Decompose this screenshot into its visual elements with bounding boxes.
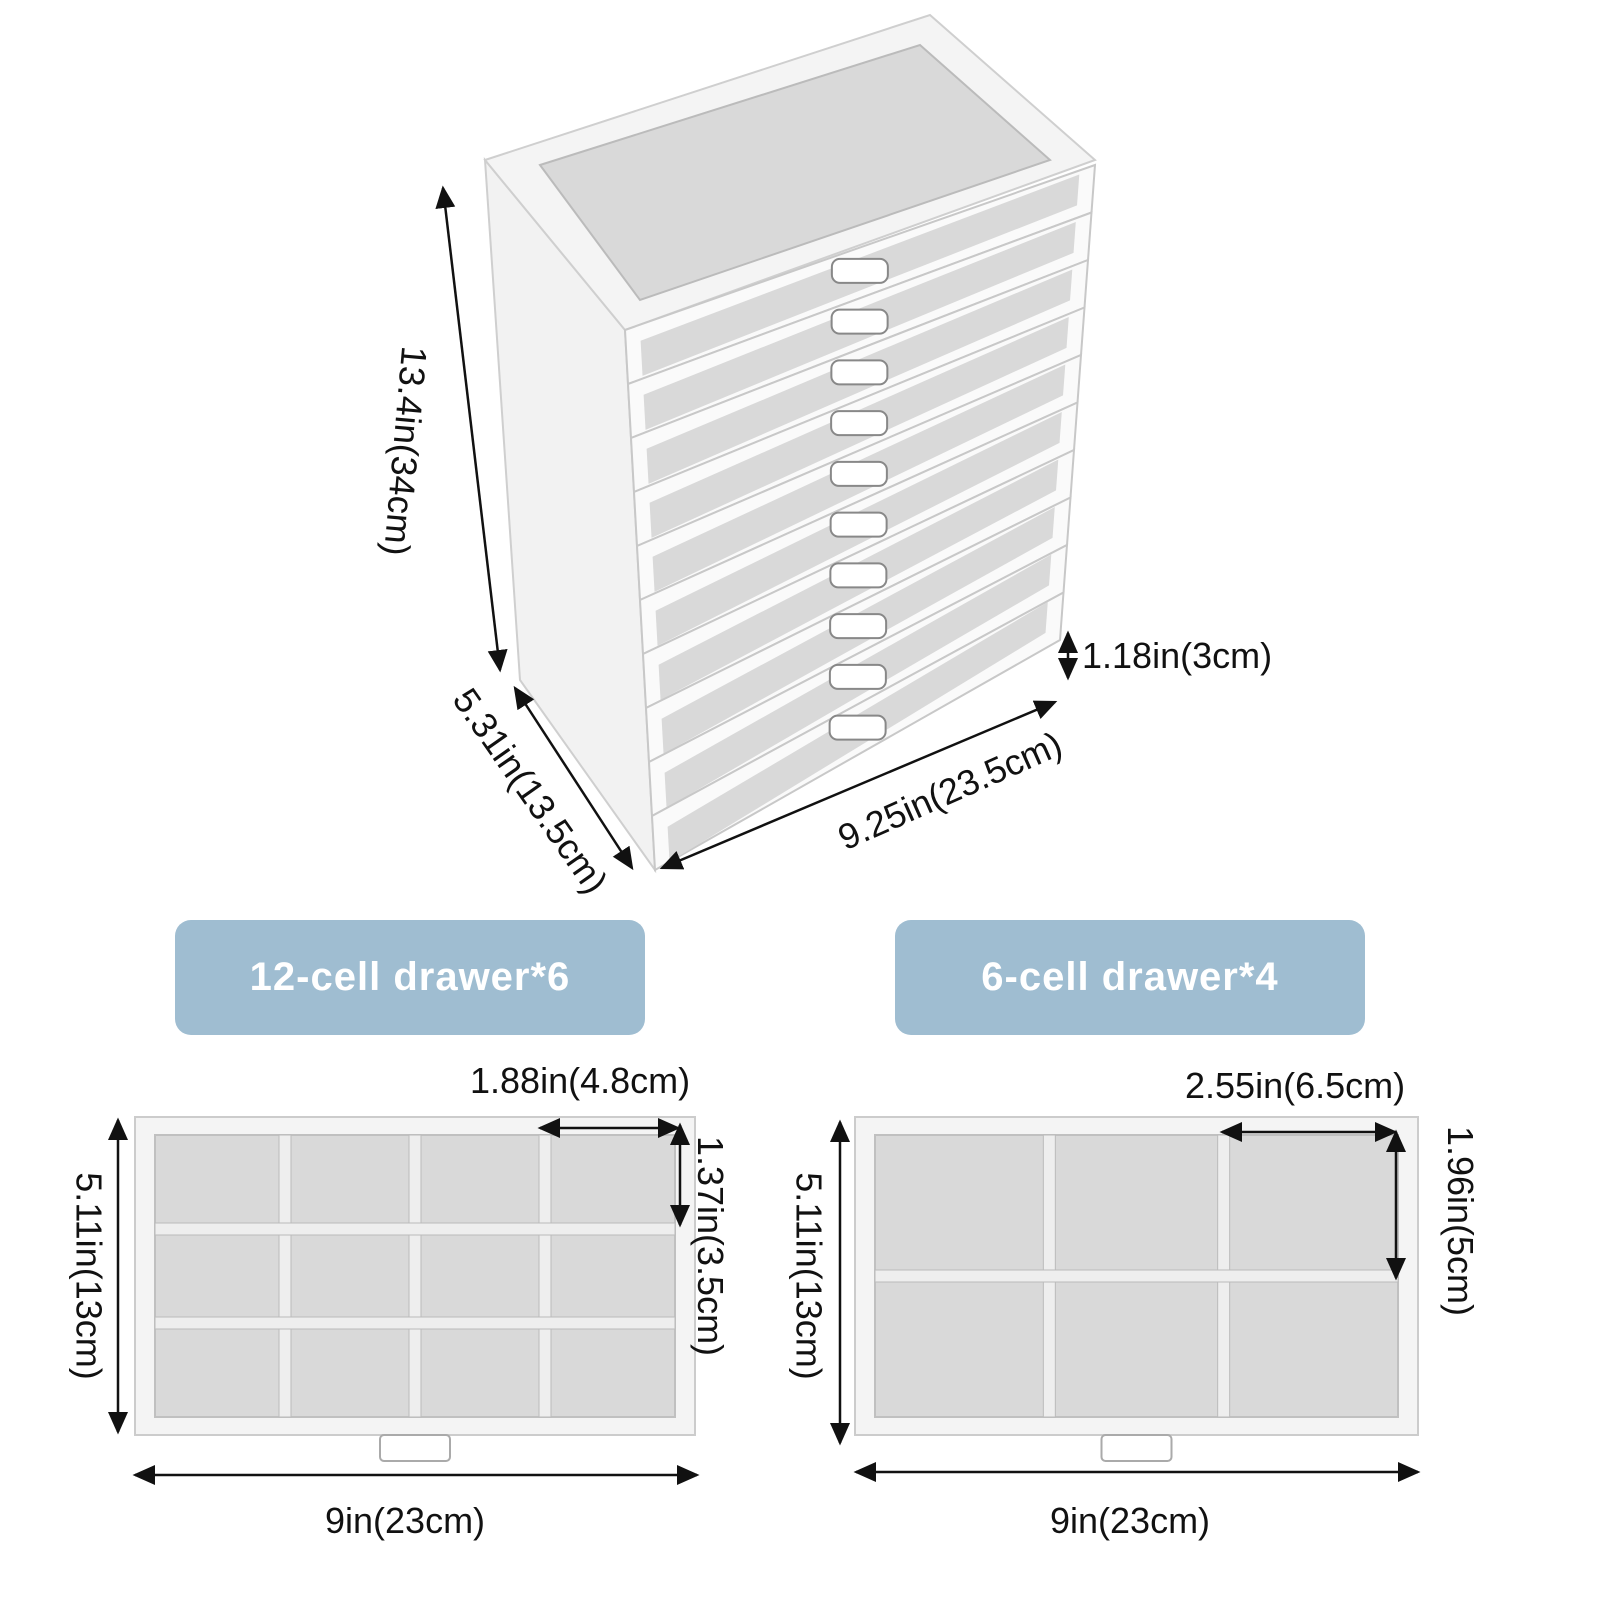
depth-dimension-line [513,685,634,871]
badge-6-cell-drawer: 6-cell drawer*4 [895,920,1365,1035]
drawer-handle [830,257,889,284]
tray-12-cell-divider [538,1134,552,1418]
tray-12-cell-divider [278,1134,292,1418]
tray-6-cell-divider [874,1269,1399,1283]
drawer-handle [828,663,887,690]
badge-12-cell-drawer: 12-cell drawer*6 [175,920,645,1035]
drawer-handle [829,460,888,487]
drawer-handle [829,511,888,538]
tray-12-cell-divider [154,1316,676,1330]
jewelry-organizer-stack [483,13,1097,874]
dimension-lines [108,185,1421,1485]
tray-12-cell-handle [379,1434,451,1462]
tray12-depth-label: 5.11in(13cm) [68,1172,110,1380]
height-dimension-line [435,185,508,673]
tray-12-cell-divider [408,1134,422,1418]
tray12-cell-height-label: 1.37in(3.5cm) [690,1135,732,1357]
lid-velvet-top [538,43,1052,302]
tray12-cell-width-label: 1.88in(4.8cm) [470,1060,691,1101]
drawer-handle [829,613,888,640]
drawer-height-label: 1.18in(3cm) [1082,635,1273,676]
drawer-trays [134,1116,1419,1462]
tray6-cell-width-label: 2.55in(6.5cm) [1185,1065,1406,1106]
drawer-handle [830,410,889,437]
width-dimension-line [659,700,1058,870]
drawer-handle [829,562,888,589]
tray12-width-label: 9in(23cm) [325,1500,486,1541]
drawer-handle [830,308,889,335]
badge-12-cell-label: 12-cell drawer*6 [249,955,571,999]
tray6-cell-height-label: 1.96in(5cm) [1440,1125,1482,1317]
drawer-handle [830,359,889,386]
drawer-handle [828,714,887,741]
badge-6-cell-label: 6-cell drawer*4 [981,955,1279,999]
tray6-width-label: 9in(23cm) [1050,1500,1211,1541]
tray-12-cell-divider [154,1222,676,1236]
tray6-depth-label: 5.11in(13cm) [788,1172,830,1380]
tray-6-cell-handle [1100,1434,1173,1462]
